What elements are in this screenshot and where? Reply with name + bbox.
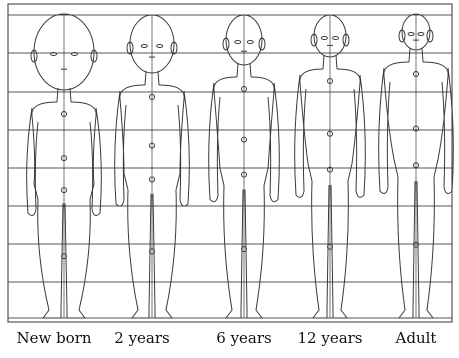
neck bbox=[57, 88, 58, 102]
eye bbox=[141, 45, 147, 48]
measurement-grid bbox=[8, 4, 452, 322]
eye bbox=[51, 53, 57, 56]
eye bbox=[72, 53, 78, 56]
label-12-years: 12 years bbox=[297, 329, 362, 347]
label-6-years: 6 years bbox=[216, 329, 271, 347]
figure-newborn bbox=[27, 14, 102, 318]
neck bbox=[158, 71, 159, 85]
figure-twelve bbox=[295, 15, 366, 318]
neck bbox=[422, 48, 423, 62]
right-leg bbox=[65, 199, 90, 318]
right-leg bbox=[245, 185, 264, 318]
figure-adult bbox=[379, 14, 454, 318]
neck bbox=[145, 71, 146, 85]
left-leg bbox=[398, 177, 415, 318]
eye bbox=[321, 37, 327, 40]
grid-frame bbox=[8, 4, 452, 322]
neck bbox=[336, 55, 337, 69]
left-leg bbox=[224, 185, 243, 318]
label-2-years: 2 years bbox=[114, 329, 169, 347]
figure-two bbox=[115, 15, 190, 318]
left-leg bbox=[128, 190, 151, 318]
right-leg bbox=[417, 177, 434, 318]
neck bbox=[70, 88, 71, 102]
left-leg bbox=[38, 199, 63, 318]
neck bbox=[323, 55, 324, 69]
label-adult: Adult bbox=[396, 329, 437, 347]
left-arm bbox=[379, 68, 390, 193]
label-newborn: New born bbox=[16, 329, 91, 347]
neck bbox=[250, 63, 251, 77]
eye bbox=[247, 41, 253, 44]
right-leg bbox=[331, 181, 348, 318]
left-leg bbox=[312, 181, 329, 318]
neck bbox=[237, 63, 238, 77]
figures-layer bbox=[27, 14, 454, 318]
eye bbox=[408, 33, 414, 36]
eye bbox=[333, 37, 339, 40]
eye bbox=[157, 45, 163, 48]
right-leg bbox=[153, 190, 176, 318]
figure-six bbox=[209, 15, 280, 318]
neck bbox=[409, 48, 410, 62]
eye bbox=[235, 41, 241, 44]
eye bbox=[418, 33, 424, 36]
